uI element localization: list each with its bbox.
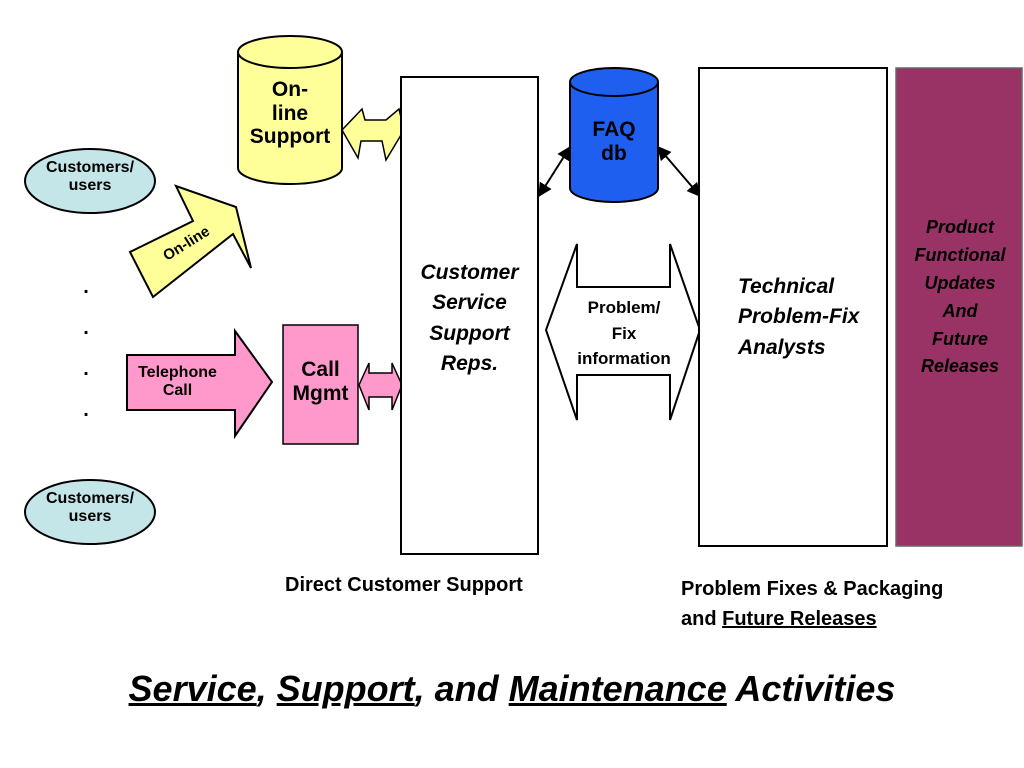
product-label: Product Functional Updates And Future Re… [898, 214, 1022, 381]
dot-4: . [83, 399, 89, 421]
telephone-line2: Call [162, 381, 193, 399]
call-mgmt-line2: Mgmt [292, 381, 349, 405]
online-arrow [128, 184, 252, 299]
csr-label: Customer Service Support Reps. [401, 258, 538, 380]
title-sep2: , and [414, 668, 509, 709]
dot-3: . [83, 358, 89, 380]
call-mgmt-label: Call Mgmt [283, 358, 358, 405]
customers-top-line1: Customers/ [45, 159, 135, 176]
faq-db-cylinder [569, 67, 659, 203]
call-mgmt-line1: Call [301, 358, 340, 381]
fixes-caption-underlined: Future Releases [722, 608, 877, 630]
technical-box [698, 67, 888, 547]
faq-line1: FAQ [592, 118, 636, 141]
direct-support-caption: Direct Customer Support [285, 574, 523, 596]
customers-top-line2: users [68, 176, 112, 194]
customers-bottom-line1: Customers/ [45, 490, 135, 507]
fixes-caption: Problem Fixes & Packaging and Future Rel… [681, 574, 943, 634]
problem-fix-line1: Problem/ [587, 298, 661, 317]
online-support-line3: Support [249, 125, 331, 149]
title-word-service: Service [128, 668, 257, 709]
online-support-cylinder [237, 35, 343, 185]
csr-line4: Reps. [440, 352, 499, 376]
product-line6: Releases [920, 356, 1000, 377]
faq-line2: db [601, 141, 627, 165]
faq-db-label: FAQ db [570, 118, 658, 165]
title-tail: Activities [726, 668, 896, 709]
customers-top-oval [24, 148, 156, 214]
title-word-support: Support [276, 668, 415, 709]
csr-box [400, 76, 539, 555]
customers-top-label: Customers/ users [25, 159, 155, 195]
technical-label: Technical Problem-Fix Analysts [738, 272, 888, 363]
dot-1: . [83, 276, 89, 298]
problem-fix-label: Problem/ Fix information [555, 295, 693, 372]
telephone-arrow [126, 327, 274, 440]
call-mgmt-box [282, 324, 359, 445]
technical-line1: Technical [738, 275, 835, 298]
online-support-line1: On- [271, 78, 309, 101]
online-support-double-arrow [341, 107, 405, 163]
telephone-line1: Telephone [138, 364, 217, 381]
product-box [895, 67, 1023, 547]
technical-line3: Analysts [738, 335, 826, 359]
csr-line1: Customer [420, 261, 519, 284]
problem-fix-line2: Fix [611, 323, 637, 343]
dot-2: . [83, 317, 89, 339]
slide-title: Service, Support, and Maintenance Activi… [0, 668, 1024, 710]
telephone-arrow-label: Telephone Call [130, 364, 225, 400]
faq-to-technical-connector [657, 145, 701, 198]
product-line4: And [942, 300, 978, 321]
customers-bottom-line2: users [68, 507, 112, 525]
online-support-label: On- line Support [238, 78, 342, 149]
product-line5: Future [932, 328, 988, 349]
csr-line3: Support [429, 321, 510, 345]
online-support-line2: line [271, 101, 309, 125]
product-line3: Updates [924, 272, 996, 293]
customers-bottom-label: Customers/ users [25, 490, 155, 526]
title-sep1: , [256, 668, 277, 709]
fixes-caption-prefix: and [681, 608, 723, 630]
fixes-caption-line1: Problem Fixes & Packaging [681, 578, 944, 600]
product-line2: Functional [914, 244, 1006, 265]
technical-line2: Problem-Fix [738, 305, 860, 329]
customers-bottom-oval [24, 479, 156, 545]
title-word-maintenance: Maintenance [508, 668, 727, 709]
call-mgmt-double-arrow [358, 362, 403, 411]
product-line1: Product [925, 217, 994, 237]
fixes-caption-line2: and Future Releases [681, 604, 943, 634]
faq-to-csr-connector [538, 145, 571, 198]
csr-line2: Service [432, 291, 507, 315]
problem-fix-line3: information [577, 349, 671, 368]
